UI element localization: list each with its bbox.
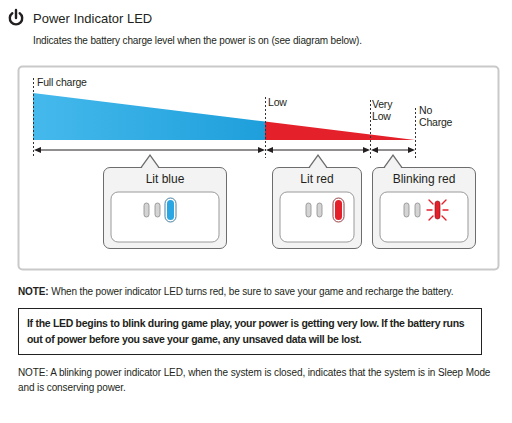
note-heading: NOTE:	[18, 286, 48, 297]
led-panel-blue	[111, 192, 219, 242]
level-label: Low	[268, 96, 287, 108]
note-text: NOTE: A blinking power indicator LED, wh…	[18, 365, 504, 395]
arrowhead	[266, 147, 273, 153]
box-text: If the LED begins to blink during game p…	[27, 315, 473, 347]
range-arrow-line	[38, 150, 260, 151]
led-red-blinking	[435, 201, 440, 219]
blink-ray	[442, 216, 446, 220]
callout-pointer	[384, 155, 402, 169]
led-panel-blinking	[380, 192, 468, 242]
led-off	[415, 203, 420, 217]
level-marker	[415, 108, 416, 158]
status-callout: Lit blue	[103, 167, 227, 249]
device-edge	[380, 192, 468, 242]
box-text: Blinking red	[373, 168, 475, 186]
device-edge	[111, 192, 219, 242]
arrowhead	[363, 147, 370, 153]
callout-pointer	[141, 155, 159, 168]
diagram-panel	[19, 67, 499, 270]
callout-pointer	[309, 155, 327, 169]
callout-pointer	[141, 155, 159, 169]
level-label: No Charge	[419, 104, 463, 128]
heading: Power Indicator LED	[33, 11, 152, 27]
arrowhead	[408, 147, 415, 153]
range-arrow-line	[271, 150, 365, 151]
led-off	[144, 203, 149, 217]
blink-ray	[427, 209, 432, 210]
blink-ray	[429, 216, 433, 220]
range-arrows	[34, 147, 415, 153]
blink-ray	[442, 200, 446, 204]
power-icon-bar	[15, 10, 17, 18]
subheading: Indicates the battery charge level when …	[33, 34, 362, 47]
charge-bar-red	[265, 122, 415, 141]
blink-rays	[427, 200, 448, 220]
callout-pointer	[384, 155, 402, 168]
level-markers	[34, 78, 416, 158]
note-line: NOTE:When the power indicator LED turns …	[18, 285, 512, 299]
arrowhead	[371, 147, 378, 153]
device-edge	[280, 192, 354, 242]
level-marker	[370, 100, 371, 158]
blink-ray	[443, 209, 448, 210]
blink-ray	[429, 200, 433, 204]
callout-pointers	[141, 155, 402, 169]
callout-pointer	[309, 155, 327, 168]
status-callout: Lit red	[272, 167, 362, 249]
arrowhead	[258, 147, 265, 153]
led-panel-red	[280, 192, 354, 242]
led-off	[155, 203, 160, 217]
power-icon	[10, 10, 22, 24]
arrowhead	[34, 147, 41, 153]
box-text: Lit blue	[104, 168, 226, 186]
led-glow	[165, 198, 176, 222]
led-blue	[167, 200, 174, 220]
charge-bar-blue	[33, 93, 265, 140]
led-off	[317, 203, 322, 217]
box-text: Lit red	[273, 168, 361, 186]
warning-box: If the LED begins to blink during game p…	[18, 308, 482, 355]
led-off	[404, 203, 409, 217]
level-label: Very Low	[372, 98, 402, 122]
level-label: Full charge	[37, 76, 87, 88]
level-marker	[33, 78, 34, 158]
status-callout: Blinking red	[372, 167, 476, 249]
level-marker	[265, 97, 266, 158]
range-arrow-line	[376, 150, 410, 151]
led-off	[306, 203, 311, 217]
led-red	[335, 200, 342, 220]
led-glow	[333, 198, 344, 222]
note-text: When the power indicator LED turns red, …	[51, 286, 453, 297]
